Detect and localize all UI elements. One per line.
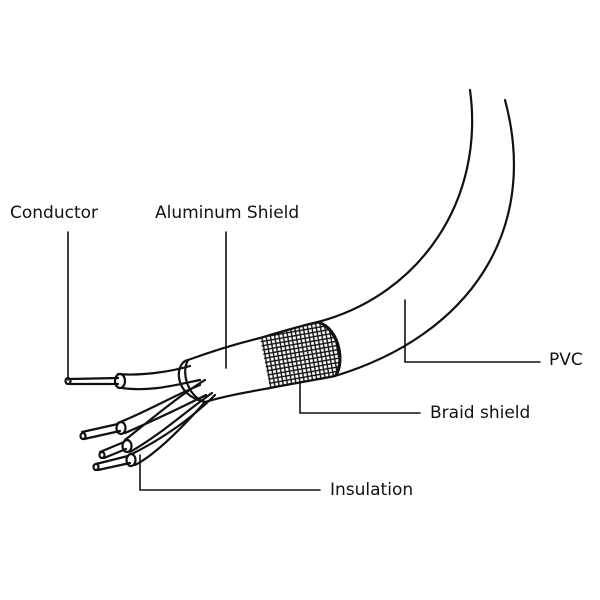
insulation-leader	[139, 454, 321, 491]
pvc-label: PVC	[549, 350, 583, 370]
wire-3	[128, 393, 217, 467]
aluminum-shield	[184, 336, 272, 404]
conductor-label: Conductor	[10, 203, 99, 223]
wire-2	[123, 378, 214, 454]
braid-shield-label: Braid shield	[430, 403, 531, 423]
aluminum-shield-label: Aluminum Shield	[155, 203, 300, 223]
pvc-leader	[404, 299, 541, 363]
wire-top	[116, 364, 202, 391]
pvc-jacket-top	[316, 88, 474, 324]
insulation-label: Insulation	[330, 480, 414, 500]
braid-leader	[299, 381, 421, 414]
pvc-jacket-bottom	[333, 98, 515, 378]
